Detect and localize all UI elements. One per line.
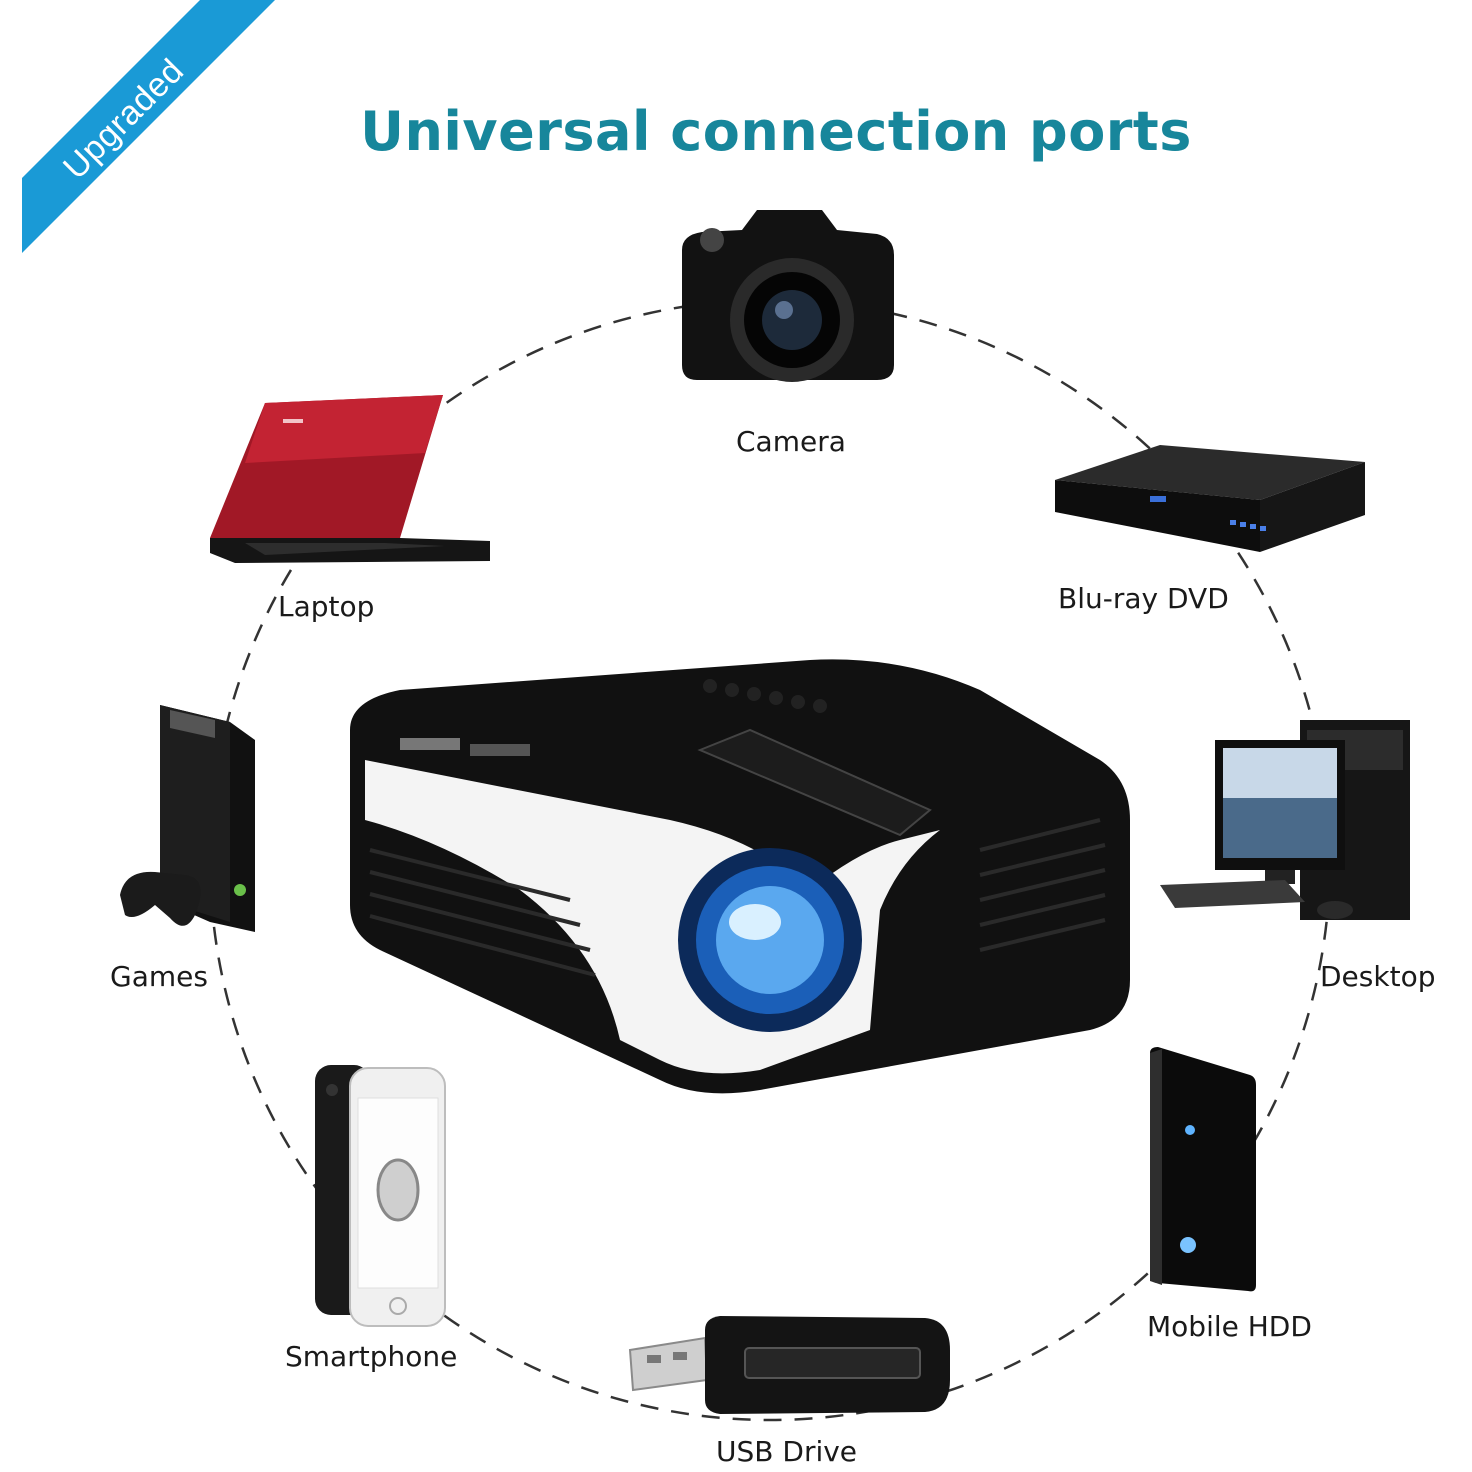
blu-ray-player-icon <box>1055 445 1365 552</box>
external-hard-drive-icon <box>1150 1047 1256 1292</box>
desktop-label: Desktop <box>1320 960 1436 993</box>
smartphone-label: Smartphone <box>285 1340 458 1373</box>
projector-icon <box>350 659 1130 1094</box>
laptop-label: Laptop <box>278 590 375 623</box>
usb-drive-label: USB Drive <box>716 1435 858 1468</box>
laptop-icon <box>210 395 490 563</box>
mobile-hdd-label: Mobile HDD <box>1147 1310 1312 1343</box>
game-console-icon <box>120 705 255 932</box>
blu-ray-label: Blu-ray DVD <box>1058 582 1229 615</box>
camera-icon <box>682 210 894 382</box>
games-label: Games <box>110 960 208 993</box>
desktop-computer-icon <box>1160 720 1410 920</box>
page-title: Universal connection ports <box>360 100 1192 163</box>
smartphone-icon <box>315 1065 446 1327</box>
camera-label: Camera <box>736 425 846 458</box>
usb-drive-icon <box>628 1316 950 1414</box>
